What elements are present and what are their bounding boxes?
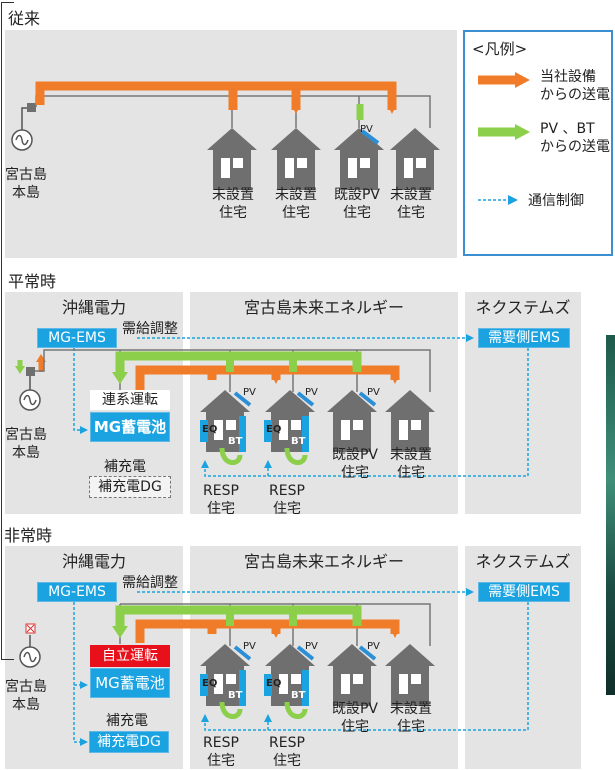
emergency-mirai-title: 宮古島未来エネルギー bbox=[243, 552, 404, 571]
section-title-conventional: 従来 bbox=[8, 9, 41, 28]
legend-graphics bbox=[478, 72, 530, 205]
normal-nextems-title: ネクステムズ bbox=[475, 298, 571, 317]
emergency-pv-1: PV bbox=[243, 641, 256, 652]
emergency-mg-battery: MG蓄電池 bbox=[90, 668, 170, 698]
emergency-dg-box: 補充電DG bbox=[89, 731, 169, 753]
normal-mg-battery: MG蓄電池 bbox=[90, 412, 170, 442]
normal-dg-box: 補充電DG bbox=[89, 476, 171, 498]
normal-miyakojima-label: 宮古島本島 bbox=[5, 427, 47, 461]
normal-pv-2: PV bbox=[305, 387, 318, 398]
normal-bt-1: BT bbox=[228, 436, 243, 447]
house-label-none-2: 未設置住宅 bbox=[275, 187, 317, 221]
emergency-house-none-label: 未設置住宅 bbox=[390, 701, 432, 735]
pv-label: PV bbox=[360, 124, 373, 135]
normal-okiden-title: 沖縄電力 bbox=[61, 298, 126, 317]
normal-diagram bbox=[15, 334, 529, 477]
emergency-hojuden-label: 補充電 bbox=[106, 713, 148, 729]
miyakojima-label: 宮古島本島 bbox=[5, 167, 47, 201]
normal-eq-1: EQ bbox=[202, 424, 218, 435]
normal-bt-2: BT bbox=[291, 436, 306, 447]
emergency-demand-ems-box: 需要側EMS bbox=[478, 582, 570, 602]
house-label-none-3: 未設置住宅 bbox=[390, 187, 432, 221]
emergency-diagram bbox=[19, 588, 529, 746]
normal-mg-ems-box: MG-EMS bbox=[37, 328, 117, 348]
house-label-none-1: 未設置住宅 bbox=[212, 187, 254, 221]
section-title-emergency: 非常時 bbox=[4, 526, 53, 545]
normal-eq-2: EQ bbox=[266, 424, 282, 435]
normal-house-none-label: 未設置住宅 bbox=[390, 447, 432, 481]
emergency-pv-3: PV bbox=[367, 641, 380, 652]
normal-mode-box: 連系運転 bbox=[90, 390, 170, 410]
emergency-okiden-title: 沖縄電力 bbox=[61, 552, 126, 571]
emergency-bt-1: BT bbox=[228, 690, 243, 701]
emergency-juryu-label: 需給調整 bbox=[122, 575, 178, 591]
legend-box bbox=[463, 30, 613, 256]
normal-mirai-title: 宮古島未来エネルギー bbox=[243, 298, 404, 317]
emergency-eq-1: EQ bbox=[202, 678, 218, 689]
legend-comm-text: 通信制御 bbox=[528, 193, 584, 209]
frame-line bbox=[1, 2, 14, 660]
emergency-bt-2: BT bbox=[291, 690, 306, 701]
emergency-miyakojima-label: 宮古島本島 bbox=[5, 679, 47, 713]
legend-title: <凡例> bbox=[472, 40, 528, 58]
background-photo-edge bbox=[606, 335, 615, 695]
normal-juryu-label: 需給調整 bbox=[122, 321, 178, 337]
conventional-diagram bbox=[11, 81, 440, 190]
normal-hojuden-label: 補充電 bbox=[104, 459, 146, 475]
normal-pv-3: PV bbox=[367, 387, 380, 398]
section-title-normal: 平常時 bbox=[8, 272, 57, 291]
emergency-eq-2: EQ bbox=[266, 678, 282, 689]
emergency-mg-ems-box: MG-EMS bbox=[37, 582, 117, 602]
normal-pv-1: PV bbox=[243, 387, 256, 398]
normal-demand-ems-box: 需要側EMS bbox=[478, 328, 570, 348]
emergency-pv-2: PV bbox=[305, 641, 318, 652]
legend-orange-text: 当社設備からの送電 bbox=[540, 69, 610, 103]
emergency-mode-box: 自立運転 bbox=[90, 645, 170, 667]
emergency-nextems-title: ネクステムズ bbox=[475, 552, 571, 571]
